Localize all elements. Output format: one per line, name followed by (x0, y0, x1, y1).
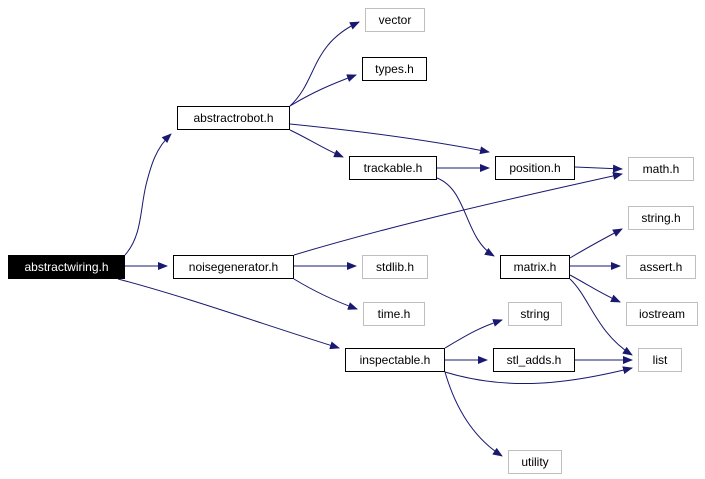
node-label: iostream (638, 307, 685, 321)
node-stdlib-h: stdlib.h (362, 255, 428, 279)
node-label: vector (378, 13, 412, 27)
edge-noisegenerator-h-to-math-h (293, 172, 623, 256)
edge-matrix-h-to-iostream (569, 274, 621, 303)
edge-noisegenerator-h-to-time-h (293, 278, 358, 310)
edge-position-h-to-math-h (574, 164, 623, 173)
node-inspectable-h[interactable]: inspectable.h (345, 348, 445, 372)
node-list: list (638, 348, 682, 372)
edge-inspectable-h-to-list (444, 366, 633, 385)
edge-abstractrobot-h-to-types-h (289, 74, 357, 107)
edge-abstractrobot-h-to-vector (289, 21, 360, 107)
node-utility: utility (508, 450, 562, 474)
node-label: abstractwiring.h (24, 260, 109, 274)
node-string-h: string.h (628, 206, 694, 230)
node-label: stdlib.h (375, 260, 415, 274)
node-label: string.h (641, 211, 681, 225)
edge-matrix-h-to-string-h (569, 228, 623, 259)
edge-abstractwiring-h-to-inspectable-h (117, 278, 340, 350)
node-label: types.h (375, 62, 414, 76)
edge-abstractrobot-h-to-position-h (289, 123, 490, 155)
node-label: string (520, 307, 550, 321)
node-noisegenerator-h[interactable]: noisegenerator.h (173, 255, 294, 279)
node-label: trackable.h (363, 161, 423, 175)
edge-inspectable-h-to-utility (444, 371, 503, 457)
node-abstractwiring-h[interactable]: abstractwiring.h (8, 255, 125, 279)
edge-inspectable-h-to-string (444, 319, 503, 349)
node-abstractrobot-h[interactable]: abstractrobot.h (177, 106, 290, 130)
node-label: list (652, 353, 668, 367)
edge-matrix-h-to-list (569, 278, 633, 356)
node-label: matrix.h (513, 260, 557, 274)
node-iostream: iostream (626, 302, 698, 326)
node-label: abstractrobot.h (193, 111, 274, 125)
node-matrix-h[interactable]: matrix.h (500, 255, 570, 279)
node-label: utility (521, 455, 549, 469)
node-math-h: math.h (628, 157, 694, 181)
node-label: inspectable.h (359, 353, 431, 367)
node-label: position.h (509, 161, 561, 175)
node-string: string (508, 302, 562, 326)
node-label: math.h (642, 162, 680, 176)
node-types-h[interactable]: types.h (362, 57, 427, 81)
edge-abstractrobot-h-to-trackable-h (289, 129, 344, 158)
node-stl-adds-h[interactable]: stl_adds.h (493, 348, 575, 372)
node-trackable-h[interactable]: trackable.h (349, 156, 437, 180)
node-time-h: time.h (363, 302, 425, 326)
node-label: time.h (377, 307, 411, 321)
node-vector: vector (365, 8, 425, 32)
node-label: stl_adds.h (506, 353, 562, 367)
node-label: assert.h (639, 260, 683, 274)
edge-abstractwiring-h-to-abstractrobot-h (124, 133, 172, 256)
edge-trackable-h-to-matrix-h (436, 177, 495, 257)
node-position-h[interactable]: position.h (495, 156, 575, 180)
node-assert-h: assert.h (626, 255, 696, 279)
node-label: noisegenerator.h (188, 260, 279, 274)
